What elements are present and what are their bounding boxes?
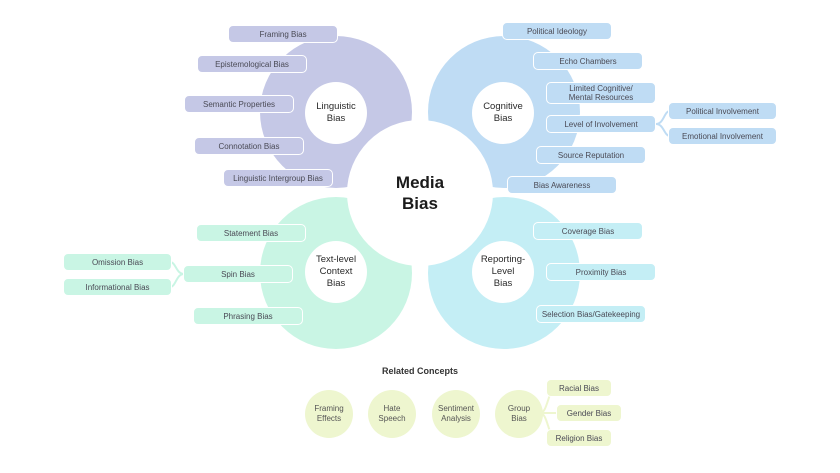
reporting-bias-node[interactable]: Reporting- Level Bias <box>472 241 534 303</box>
political-ideology-node[interactable]: Political Ideology <box>502 22 612 40</box>
text-level-bias-node[interactable]: Text-level Context Bias <box>305 241 367 303</box>
selection-bias-gatekeeping-node[interactable]: Selection Bias/Gatekeeping <box>536 305 646 323</box>
political-involvement-node[interactable]: Political Involvement <box>668 102 777 120</box>
statement-bias-node[interactable]: Statement Bias <box>196 224 306 242</box>
related-concepts-title: Related Concepts <box>381 366 459 376</box>
epistemological-bias-node[interactable]: Epistemological Bias <box>197 55 307 73</box>
linguistic-intergroup-bias-node[interactable]: Linguistic Intergroup Bias <box>223 169 333 187</box>
emotional-involvement-node[interactable]: Emotional Involvement <box>668 127 777 145</box>
bias-awareness-node[interactable]: Bias Awareness <box>507 176 617 194</box>
semantic-properties-node[interactable]: Semantic Properties <box>184 95 294 113</box>
framing-bias-node[interactable]: Framing Bias <box>228 25 338 43</box>
spin-bias-node[interactable]: Spin Bias <box>183 265 293 283</box>
hate-speech-node[interactable]: Hate Speech <box>368 390 416 438</box>
source-reputation-node[interactable]: Source Reputation <box>536 146 646 164</box>
connector-informational-bias <box>169 273 185 288</box>
coverage-bias-node[interactable]: Coverage Bias <box>533 222 643 240</box>
gender-bias-node[interactable]: Gender Bias <box>556 404 622 422</box>
religion-bias-node[interactable]: Religion Bias <box>546 429 612 447</box>
echo-chambers-node[interactable]: Echo Chambers <box>533 52 643 70</box>
phrasing-bias-node[interactable]: Phrasing Bias <box>193 307 303 325</box>
media-bias-center-node[interactable]: Media Bias <box>347 120 493 266</box>
informational-bias-node[interactable]: Informational Bias <box>63 278 172 296</box>
sentiment-analysis-node[interactable]: Sentiment Analysis <box>432 390 480 438</box>
level-of-involvement-node[interactable]: Level of Involvement <box>546 115 656 133</box>
connector-omission-bias <box>169 261 185 275</box>
group-bias-node[interactable]: Group Bias <box>495 390 543 438</box>
connotation-bias-node[interactable]: Connotation Bias <box>194 137 304 155</box>
omission-bias-node[interactable]: Omission Bias <box>63 253 172 271</box>
linguistic-bias-node[interactable]: Linguistic Bias <box>305 82 367 144</box>
framing-effects-node[interactable]: Framing Effects <box>305 390 353 438</box>
proximity-bias-node[interactable]: Proximity Bias <box>546 263 656 281</box>
cognitive-bias-node[interactable]: Cognitive Bias <box>472 82 534 144</box>
racial-bias-node[interactable]: Racial Bias <box>546 379 612 397</box>
limited-cognitive-resources-node[interactable]: Limited Cognitive/ Mental Resources <box>546 82 656 104</box>
